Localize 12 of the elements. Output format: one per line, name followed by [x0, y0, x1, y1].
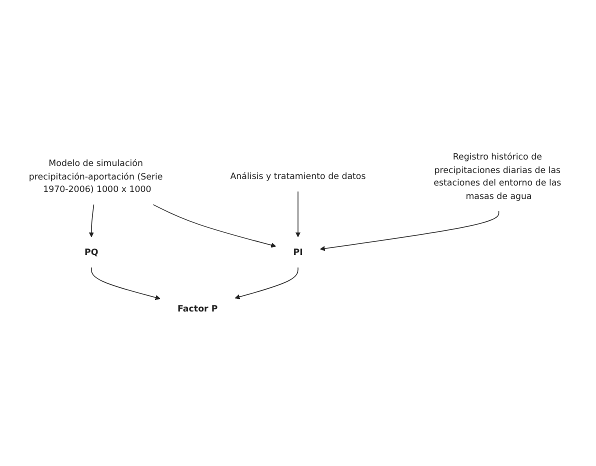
arrow — [320, 210, 500, 252]
arrow — [234, 267, 298, 300]
node-text: PQ — [84, 247, 98, 258]
node-text: PI — [293, 247, 303, 258]
arrow — [91, 267, 160, 300]
node-text: Factor P — [178, 304, 218, 314]
arrow — [88, 204, 94, 238]
node-text: Registro histórico de precipitaciones diarias de las estaciones del entorno de las masas de agua — [434, 152, 562, 202]
node-text: Modelo de simulación precipitación-aportación (Serie 1970-2006) 1000 x 1000 — [28, 158, 163, 195]
node-text: Análisis y tratamiento de datos — [230, 171, 366, 182]
arrow — [295, 191, 301, 238]
arrow — [152, 204, 276, 248]
